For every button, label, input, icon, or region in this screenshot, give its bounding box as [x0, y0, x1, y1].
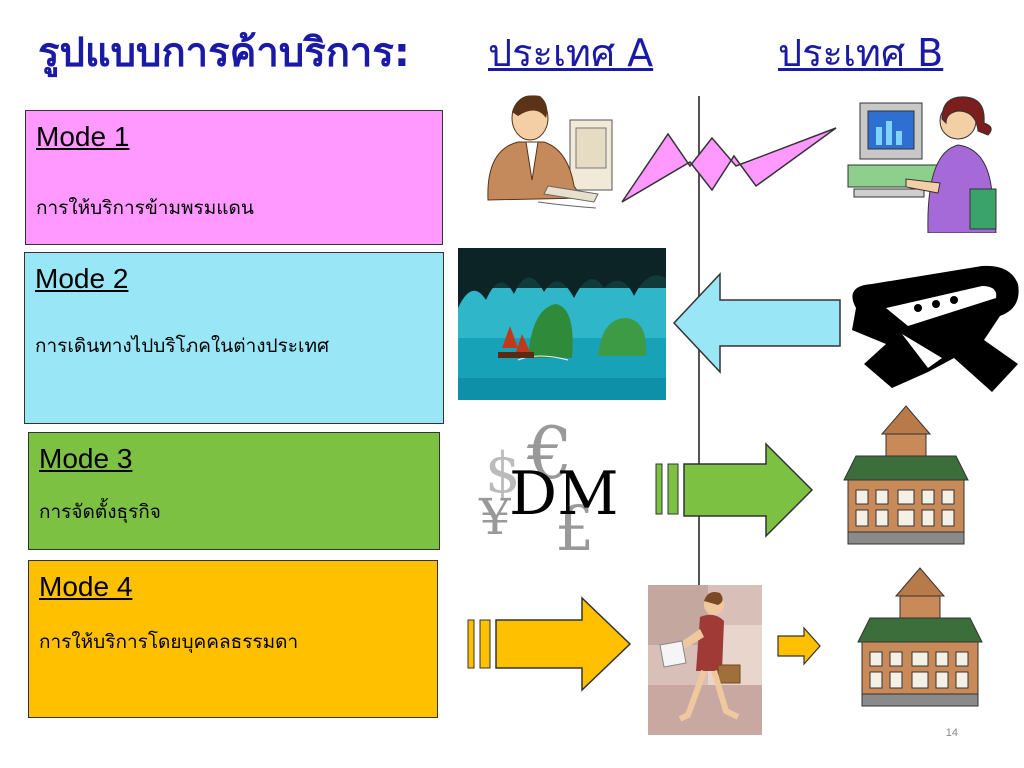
right-arrow-icon: [655, 442, 814, 538]
mode-1-description: การให้บริการข้ามพรมแดน: [36, 197, 254, 219]
svg-text:¥: ¥: [478, 488, 511, 546]
mode-4-label: Mode 4: [39, 571, 133, 602]
mode-4-box: Mode 4 การให้บริการโดยบุคคลธรรมดา: [28, 560, 438, 718]
mode-4-right-arrow-icon: [467, 596, 632, 692]
woman-computer-icon: [847, 96, 997, 233]
small-right-arrow-icon: [777, 626, 821, 666]
currency-symbols-icon: € $ ¥ £ DM: [478, 418, 619, 554]
mode-3-box: Mode 3 การจัดตั้งธุรกิจ: [28, 432, 440, 550]
border-divider-line: [698, 96, 700, 696]
svg-text:$: $: [485, 441, 521, 506]
slide-title: รูปแบบการค้าบริการ:: [38, 30, 410, 76]
page-number: 14: [945, 727, 958, 739]
mode-1-label: Mode 1: [36, 121, 130, 152]
building-icon-2: [857, 567, 983, 707]
svg-text:£: £: [555, 492, 594, 554]
tropical-bay-image: [458, 248, 666, 400]
mode-3-label: Mode 3: [39, 443, 133, 474]
walking-woman-image: [648, 585, 762, 735]
lightning-bolt-icon: [621, 127, 837, 203]
left-arrow-icon: [672, 272, 841, 374]
airplane-icon: [852, 265, 1019, 392]
country-a-heading: ประเทศ A: [488, 31, 654, 75]
svg-text:€: €: [526, 418, 573, 495]
currency-letters: DM: [509, 459, 619, 529]
mode-2-label: Mode 2: [35, 263, 129, 294]
mode-3-description: การจัดตั้งธุรกิจ: [39, 501, 161, 523]
mode-2-box: Mode 2 การเดินทางไปบริโภคในต่างประเทศ: [24, 252, 444, 424]
mode-1-box: Mode 1 การให้บริการข้ามพรมแดน: [25, 110, 443, 245]
businessman-computer-icon: [487, 95, 613, 209]
building-icon: [843, 405, 969, 545]
mode-4-description: การให้บริการโดยบุคคลธรรมดา: [39, 631, 299, 653]
country-b-heading: ประเทศ B: [778, 31, 944, 75]
mode-2-description: การเดินทางไปบริโภคในต่างประเทศ: [35, 335, 330, 357]
